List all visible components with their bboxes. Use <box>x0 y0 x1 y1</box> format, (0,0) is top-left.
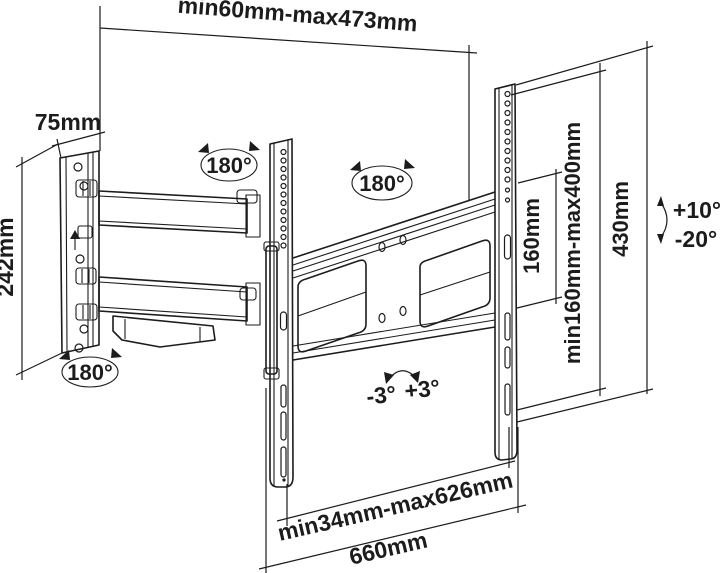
extension-range-label: min60mm-max473mm <box>177 0 419 36</box>
up-arrow-icon <box>70 230 80 250</box>
wall-plate <box>59 150 100 354</box>
tilt-down-label: -20° <box>675 226 717 252</box>
plate-width-label: 660mm <box>347 527 430 570</box>
roll-left-label: -3° <box>365 381 397 410</box>
arm-end-block <box>245 194 261 238</box>
crossbar <box>292 191 496 361</box>
vesa-fixed-vertical-label: 160mm <box>519 198 544 274</box>
tilt-arrow-up-icon <box>657 196 664 206</box>
rotate-arrow-icon <box>404 159 415 169</box>
swivel-label: 180° <box>359 171 405 196</box>
rail-hole-column <box>504 90 511 203</box>
pivot-nut <box>75 303 98 321</box>
dimension-wall-plate-height: 242mm <box>0 143 63 380</box>
rotate-arrow-icon <box>111 348 122 358</box>
wall-plate-hole <box>75 254 85 264</box>
rail-hole-column <box>280 148 287 249</box>
wall-plate-hole <box>79 181 89 191</box>
arm-end-block <box>245 282 261 326</box>
wall-plate-hole <box>74 343 84 353</box>
rail-slot <box>504 383 511 416</box>
dimension-plate-height: 430mm <box>515 41 654 423</box>
tilt-up-label: +10° <box>673 197 720 223</box>
rail-slot <box>280 411 287 441</box>
rail-slot <box>280 446 287 478</box>
rotate-arrow-icon <box>249 141 260 151</box>
dimension-vesa-vertical-range: min160mm-max400mm <box>510 63 607 411</box>
wall-plate-hole <box>73 162 83 172</box>
swivel-label: 180° <box>206 153 252 178</box>
vesa-vertical-range-label: min160mm-max400mm <box>560 122 585 364</box>
swivel-badge-arm: 180° <box>198 141 260 182</box>
rotate-arrow-icon <box>198 143 209 153</box>
dimension-vesa-fixed-vertical: 160mm <box>516 169 563 309</box>
swivel-label: 180° <box>67 360 113 385</box>
swivel-badge-wall: 180° <box>59 348 122 388</box>
tv-rail-right <box>494 83 518 461</box>
tilt-arrow-down-icon <box>657 234 664 244</box>
crossbar-cutout-right <box>419 239 491 328</box>
wall-plate-height-label: 242mm <box>0 217 18 296</box>
rotate-arrow-icon <box>59 350 70 360</box>
dimension-wall-plate-width: 75mm <box>35 109 106 159</box>
wall-plate-hole <box>79 324 89 334</box>
roll-right-label: +3° <box>403 374 441 404</box>
rail-slot <box>280 384 287 408</box>
plate-height-label: 430mm <box>608 181 633 257</box>
rail-oblong-hole <box>503 234 512 260</box>
hinge-bar <box>263 241 280 380</box>
roll-annotation: -3° +3° <box>365 370 441 410</box>
dimension-vesa-horizontal-range: min34mm-max626mm <box>275 427 515 546</box>
articulating-arm-top <box>98 189 261 238</box>
swivel-badge-plate: 180° <box>350 159 415 201</box>
vesa-holes <box>378 234 407 324</box>
rail-slot <box>504 312 511 341</box>
crossbar-cutout-left <box>297 259 367 353</box>
tv-rail-left <box>269 138 294 488</box>
articulating-arm-bottom <box>98 276 261 326</box>
arm-end-nut <box>239 287 257 301</box>
tilt-bracket <box>112 315 216 348</box>
pivot-nut <box>75 179 98 198</box>
rail-slot <box>504 346 511 369</box>
pivot-bolt <box>77 225 93 239</box>
rail-oblong-hole <box>279 311 288 331</box>
pivot-nut <box>75 267 97 285</box>
roll-arrow-left-icon <box>384 372 394 384</box>
arm-end-nut <box>236 189 258 204</box>
tilt-annotation: +10° -20° <box>657 196 720 252</box>
wall-plate-width-label: 75mm <box>35 109 101 135</box>
roll-arrow-right-icon <box>410 371 420 383</box>
rotate-arrow-icon <box>350 161 361 171</box>
